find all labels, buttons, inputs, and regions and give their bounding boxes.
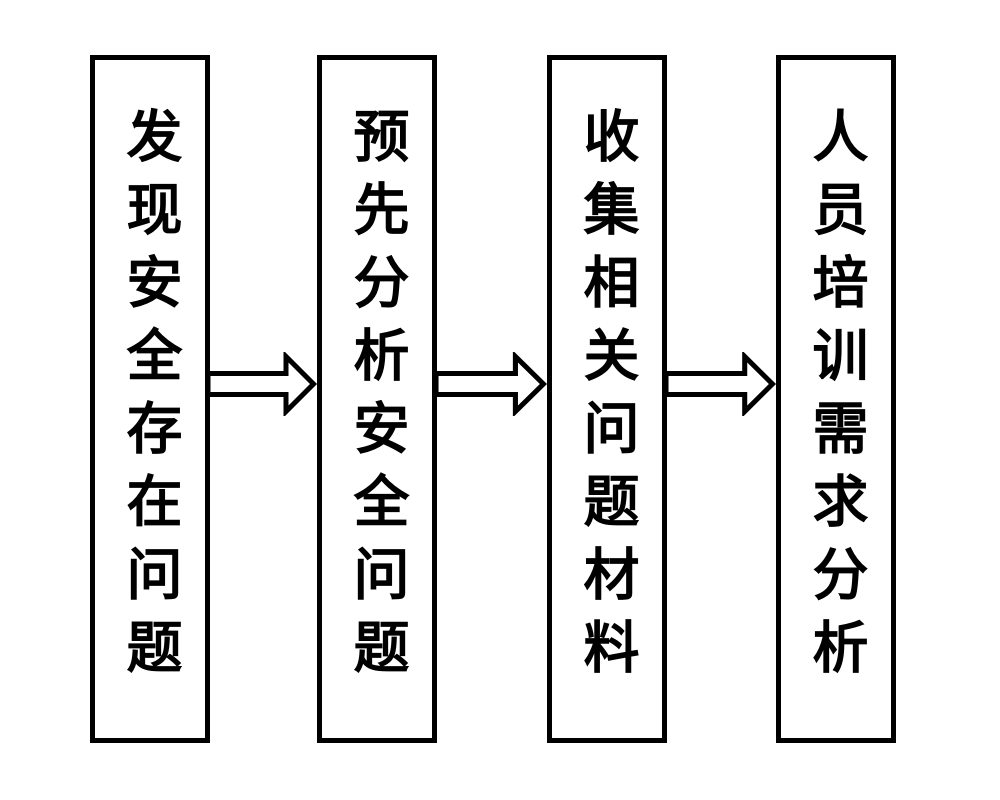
flow-step-2: 预先分析安全问题 xyxy=(317,55,437,743)
right-arrow-icon xyxy=(208,352,318,416)
flow-step-4-label: 人员培训需求分析 xyxy=(803,107,869,691)
right-arrow-icon xyxy=(436,352,548,416)
flow-step-1-label: 发现安全存在问题 xyxy=(117,107,183,691)
flow-step-4: 人员培训需求分析 xyxy=(776,55,896,743)
right-arrow-icon xyxy=(666,352,777,416)
flow-step-3: 收集相关问题材料 xyxy=(547,55,667,743)
flow-step-1: 发现安全存在问题 xyxy=(90,55,210,743)
flow-step-3-label: 收集相关问题材料 xyxy=(574,107,640,691)
flow-step-2-label: 预先分析安全问题 xyxy=(344,107,410,691)
